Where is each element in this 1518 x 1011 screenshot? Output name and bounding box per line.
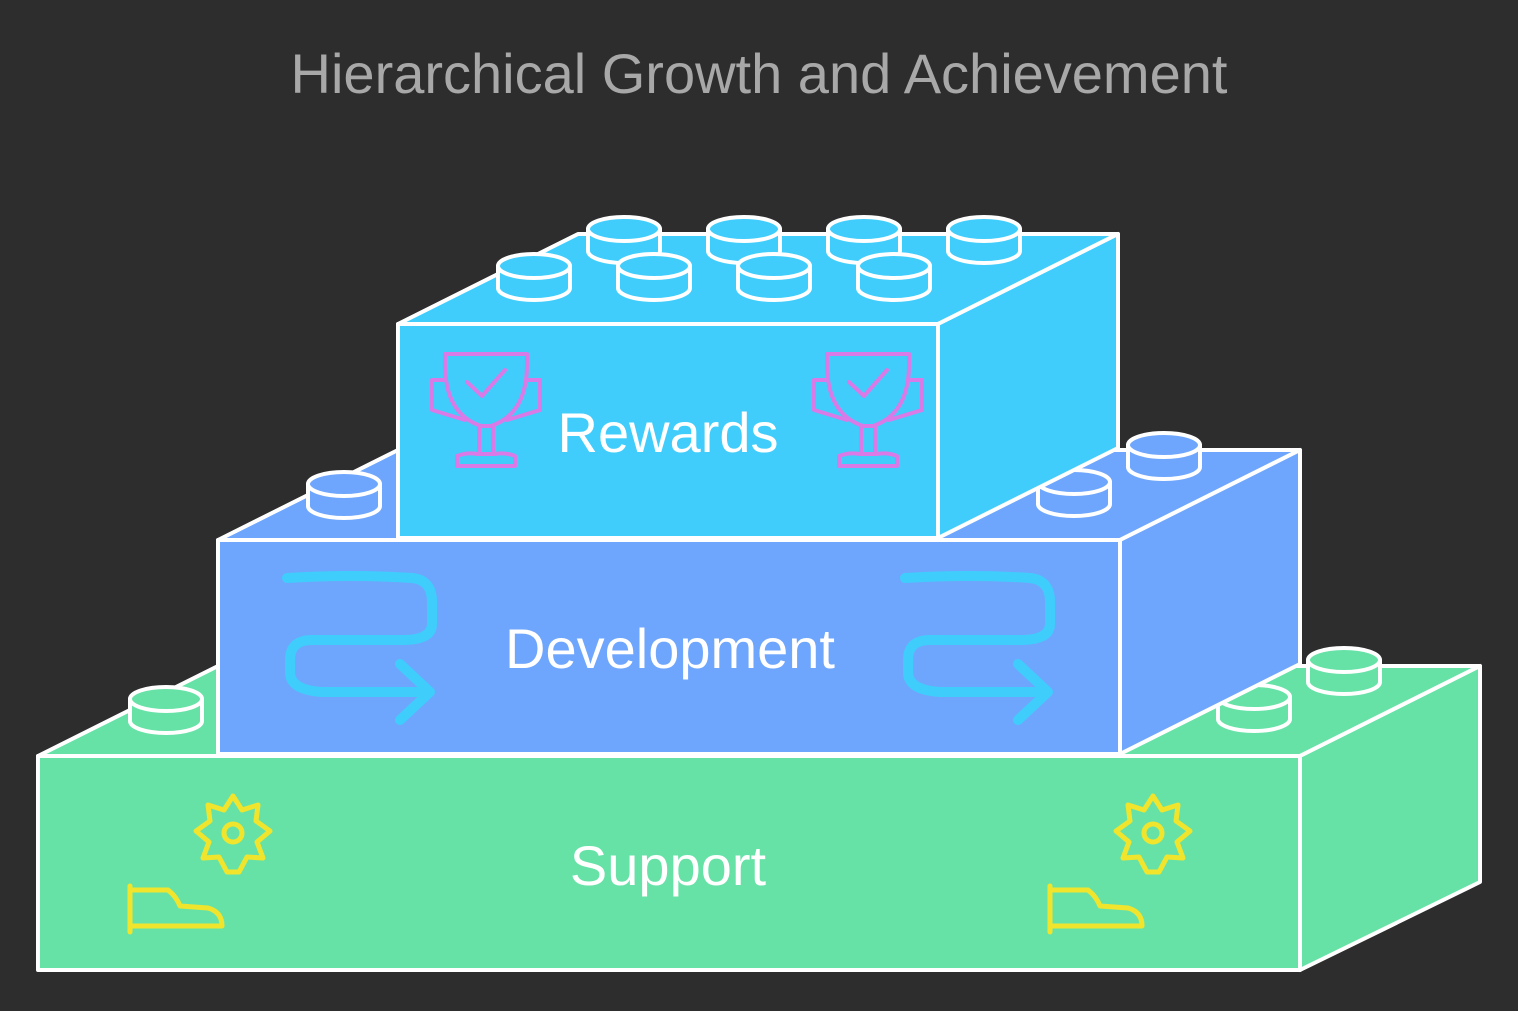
- rewards-label: Rewards: [558, 401, 779, 464]
- stud: [306, 470, 382, 520]
- diagram-title: Hierarchical Growth and Achievement: [291, 42, 1228, 105]
- stud: [496, 252, 572, 302]
- development-label: Development: [505, 617, 835, 680]
- stud: [856, 252, 932, 302]
- support-label: Support: [570, 834, 767, 897]
- stud: [736, 252, 812, 302]
- support-front-face: [36, 754, 1302, 972]
- stud: [946, 215, 1022, 265]
- rewards-block: Rewards: [396, 215, 1120, 540]
- rewards-front-face: [396, 322, 940, 540]
- stud: [128, 685, 204, 735]
- stud: [1306, 646, 1382, 696]
- stud: [1126, 431, 1202, 481]
- stud: [616, 252, 692, 302]
